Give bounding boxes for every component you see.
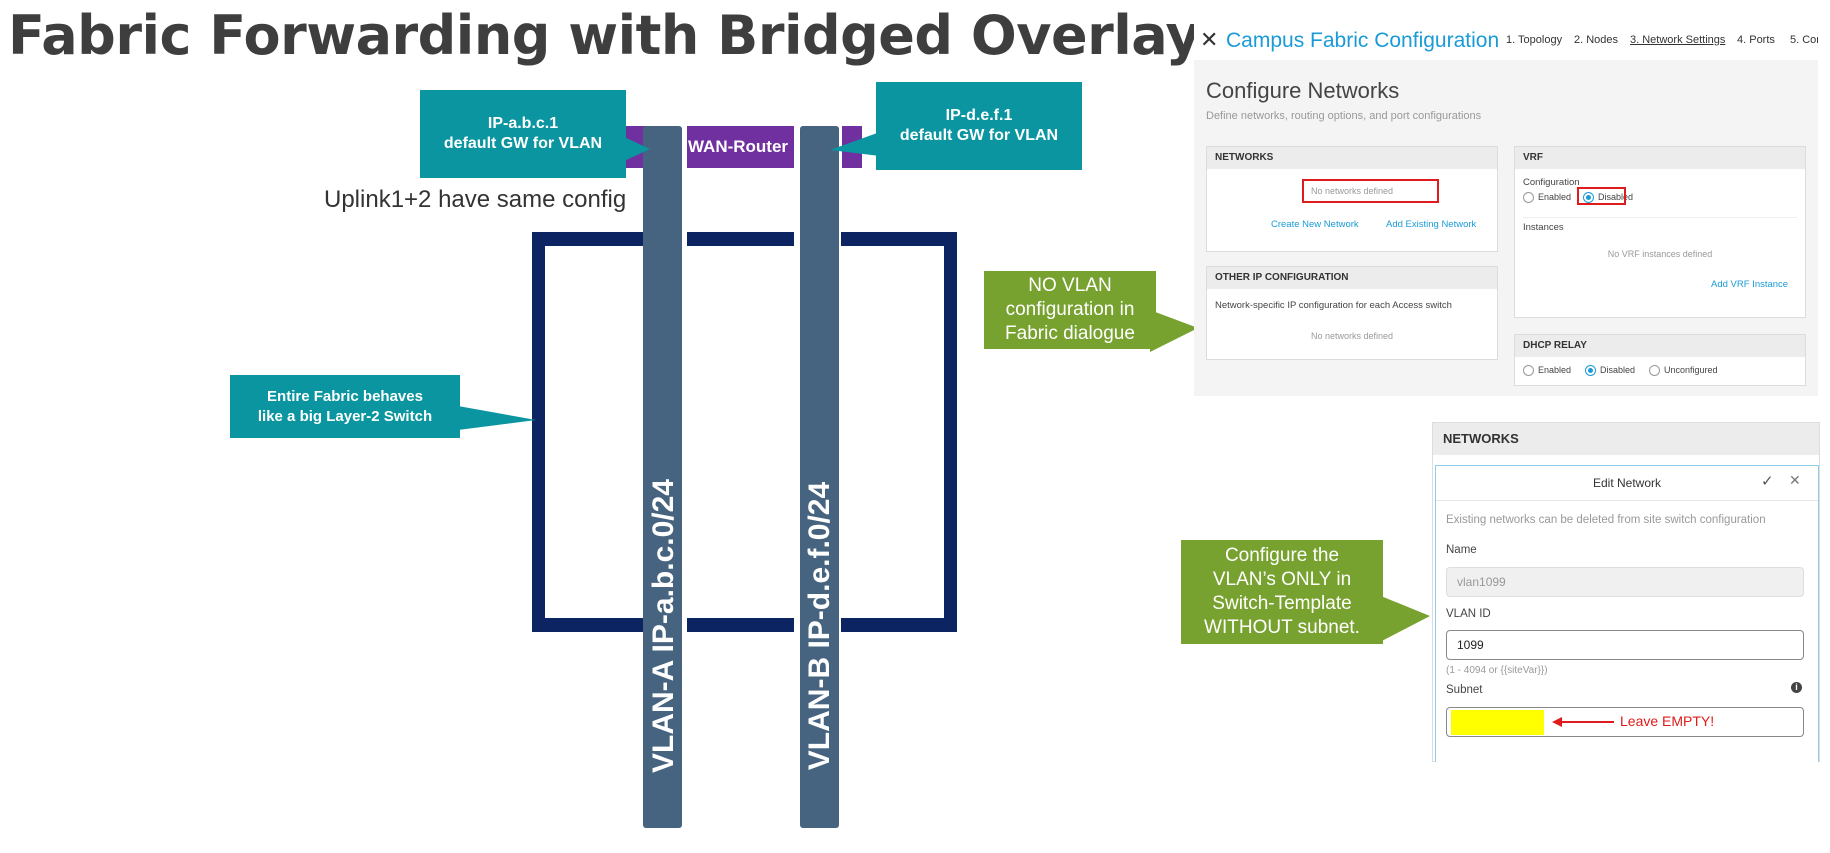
other-ip-card: OTHER IP CONFIGURATION Network-specific … xyxy=(1206,266,1498,360)
step-5[interactable]: 5. Con xyxy=(1790,34,1818,46)
fabric-frame-left xyxy=(532,232,545,632)
fabric-frame-bottom xyxy=(532,618,957,632)
networks-header: NETWORKS xyxy=(1433,423,1819,455)
page-title: Fabric Forwarding with Bridged Overlay xyxy=(8,4,1201,67)
check-icon[interactable]: ✓ xyxy=(1761,473,1774,490)
step-ports[interactable]: 4. Ports xyxy=(1737,34,1775,46)
gw-a-callout: IP-a.b.c.1 default GW for VLAN xyxy=(420,90,626,178)
fabric-pointer xyxy=(458,406,536,430)
step-nodes[interactable]: 2. Nodes xyxy=(1574,34,1619,46)
vrf-configuration-label: Configuration xyxy=(1523,177,1580,188)
step-network-settings[interactable]: 3. Network Settings xyxy=(1630,34,1726,46)
radio-icon xyxy=(1523,192,1534,204)
vrf-enabled-radio[interactable]: Enabled xyxy=(1523,192,1571,204)
gw-a-pointer xyxy=(620,135,650,163)
networks-edit-panel: NETWORKS Edit Network ✓ ✕ Existing netwo… xyxy=(1432,422,1820,762)
vrf-disabled-highlight xyxy=(1577,187,1626,205)
close-icon[interactable]: ✕ xyxy=(1789,472,1801,488)
info-icon: i xyxy=(1791,682,1802,693)
vlan-b-label: VLAN-B IP-d.e.f.0/24 xyxy=(803,481,836,771)
fabric-frame-right xyxy=(944,232,957,632)
vrf-instances-label: Instances xyxy=(1523,217,1797,233)
gw-b-pointer xyxy=(830,132,880,156)
fabric-callout: Entire Fabric behaves like a big Layer-2… xyxy=(230,375,460,438)
vlan-id-field[interactable]: 1099 xyxy=(1446,630,1804,660)
no-networks-text: No networks defined xyxy=(1310,186,1394,196)
dhcp-unconfigured-radio[interactable]: Unconfigured xyxy=(1649,365,1718,377)
no-vlan-pointer xyxy=(1150,310,1198,352)
configure-pointer xyxy=(1376,594,1430,644)
networks-card: NETWORKS No networks defined Create New … xyxy=(1206,146,1498,252)
configure-networks-title: Configure Networks xyxy=(1206,78,1400,103)
create-new-network-link[interactable]: Create New Network xyxy=(1271,219,1359,230)
dhcp-relay-card: DHCP RELAY Enabled Disabled Unconfigured xyxy=(1514,334,1806,386)
configure-networks-subtitle: Define networks, routing options, and po… xyxy=(1206,110,1482,122)
radio-selected-icon xyxy=(1583,192,1594,204)
radio-selected-icon xyxy=(1585,365,1596,377)
vrf-card: VRF Configuration Enabled Disabled Insta… xyxy=(1514,146,1806,318)
no-vlan-callout: NO VLAN configuration in Fabric dialogue xyxy=(984,271,1156,349)
vlan-a-label: VLAN-A IP-a.b.c.0/24 xyxy=(647,479,680,773)
fabric-frame-top xyxy=(532,232,957,246)
no-networks-highlight xyxy=(1302,179,1439,203)
networks-card-header: NETWORKS xyxy=(1207,147,1497,169)
configure-callout: Configure the VLAN’s ONLY in Switch-Temp… xyxy=(1181,540,1383,644)
dhcp-disabled-radio[interactable]: Disabled xyxy=(1585,365,1635,377)
add-existing-network-link[interactable]: Add Existing Network xyxy=(1386,219,1477,230)
edit-network-note: Existing networks can be deleted from si… xyxy=(1446,514,1766,526)
subnet-label: Subnet xyxy=(1446,684,1483,696)
subnet-field[interactable] xyxy=(1446,707,1804,737)
dhcp-enabled-radio[interactable]: Enabled xyxy=(1523,365,1571,377)
vlan-a-bar xyxy=(643,126,682,828)
leave-empty-note: Leave EMPTY! xyxy=(1620,713,1715,729)
campus-fabric-config-panel: ✕ Campus Fabric Configuration 1. Topolog… xyxy=(1194,22,1818,396)
name-label: Name xyxy=(1446,544,1477,556)
wan-router-label: WAN-Router xyxy=(687,137,789,156)
vrf-disabled-radio[interactable]: Disabled xyxy=(1583,192,1633,204)
close-icon[interactable]: ✕ xyxy=(1200,27,1219,52)
other-ip-card-header: OTHER IP CONFIGURATION xyxy=(1207,267,1497,289)
gw-b-callout: IP-d.e.f.1 default GW for VLAN xyxy=(876,82,1082,170)
vrf-card-header: VRF xyxy=(1515,147,1805,169)
step-topology[interactable]: 1. Topology xyxy=(1506,34,1563,46)
radio-icon xyxy=(1523,365,1534,377)
uplink-note: Uplink1+2 have same config xyxy=(324,186,627,213)
name-field[interactable]: vlan1099 xyxy=(1446,567,1804,597)
other-ip-empty: No networks defined xyxy=(1310,331,1394,341)
edit-network-title: Edit Network xyxy=(1592,476,1662,490)
radio-icon xyxy=(1649,365,1660,377)
vrf-instances-empty: No VRF instances defined xyxy=(1607,249,1713,259)
vlan-id-label: VLAN ID xyxy=(1446,608,1491,620)
vlan-b-bar xyxy=(800,126,839,828)
subnet-empty-highlight xyxy=(1451,710,1544,735)
edit-network-form: Edit Network ✓ ✕ Existing networks can b… xyxy=(1435,465,1819,762)
other-ip-description: Network-specific IP configuration for ea… xyxy=(1215,300,1452,311)
config-header-title: Campus Fabric Configuration xyxy=(1226,29,1500,52)
vlan-id-hint: (1 - 4094 or {{siteVar}}) xyxy=(1446,665,1548,676)
left-arrow-icon xyxy=(1552,717,1614,727)
dhcp-relay-header: DHCP RELAY xyxy=(1515,335,1805,357)
add-vrf-instance-link[interactable]: Add VRF Instance xyxy=(1711,279,1789,290)
config-header: ✕ Campus Fabric Configuration 1. Topolog… xyxy=(1194,22,1818,60)
